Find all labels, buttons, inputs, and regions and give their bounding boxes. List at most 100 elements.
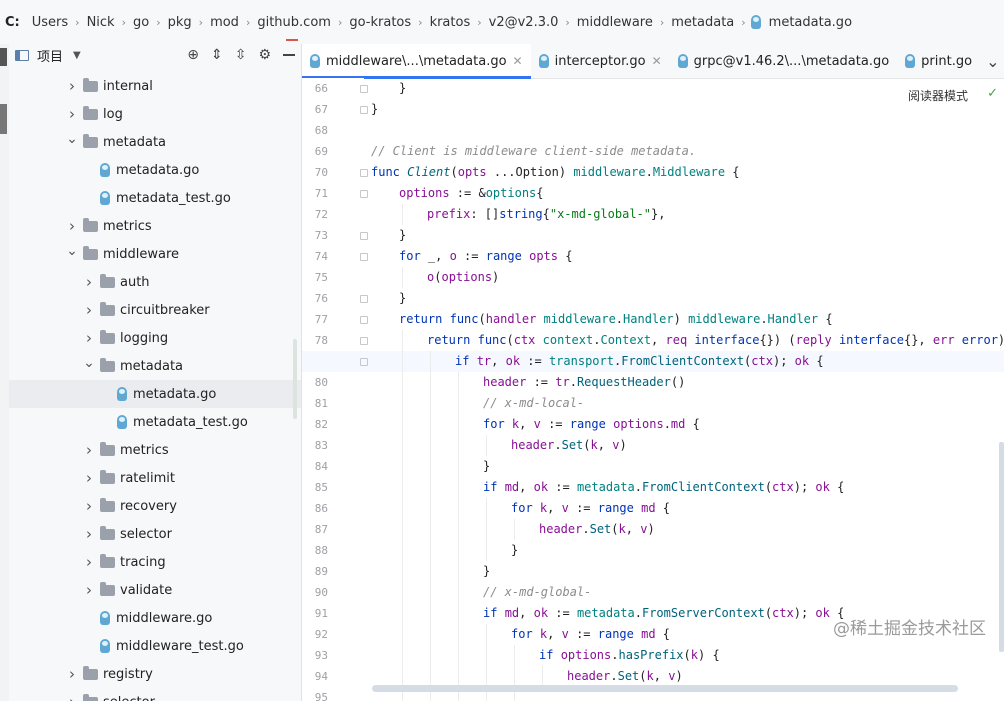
breadcrumb-item[interactable]: github.com [257,14,331,30]
fold-marker-icon[interactable] [360,232,368,240]
chevron-right-icon[interactable]: › [69,77,75,95]
code-line[interactable]: for _, o := range opts { [302,246,1004,267]
code-line[interactable]: // x-md-local- [302,393,1004,414]
tree-item[interactable]: middleware.go [9,604,301,632]
code-line[interactable]: if options.hasPrefix(k) { [302,645,1004,666]
project-panel-title[interactable]: 项目 [37,49,64,65]
code-line[interactable]: } [302,561,1004,582]
fold-marker-icon[interactable] [360,190,368,198]
fold-marker-icon[interactable] [360,295,368,303]
code-line[interactable]: header.Set(k, v) [302,666,1004,687]
chevron-right-icon[interactable]: › [69,665,75,683]
fold-marker-icon[interactable] [360,358,368,366]
code-line[interactable]: return func(handler middleware.Handler) … [302,309,1004,330]
editor-tab[interactable]: middleware\...\metadata.go✕ [302,44,531,79]
chevron-right-icon[interactable]: › [65,693,79,701]
breadcrumb-item[interactable]: C: [5,14,20,30]
breadcrumb-item[interactable]: middleware [576,14,653,30]
chevron-right-icon[interactable]: › [69,217,75,235]
tree-item[interactable]: ›auth [9,268,301,296]
chevron-down-icon[interactable]: ⌄ [66,243,78,259]
code-line[interactable]: } [302,225,1004,246]
editor-tab[interactable]: interceptor.go✕ [531,44,670,78]
tree-item[interactable]: ⌄middleware [9,240,301,268]
chevron-down-icon[interactable]: ⌄ [83,355,95,371]
code-line[interactable]: if md, ok := metadata.FromServerContext(… [302,603,1004,624]
expand-all-icon[interactable]: ⇕ [210,47,223,63]
tree-item[interactable]: ›registry [9,660,301,688]
tree-item[interactable]: ›selector [9,520,301,548]
chevron-right-icon[interactable]: › [86,301,92,319]
tree-item[interactable]: ›internal [9,72,301,100]
tree-item[interactable]: metadata_test.go [9,184,301,212]
tree-item[interactable]: metadata.go [9,380,301,408]
breadcrumb-item[interactable]: kratos [429,14,471,30]
editor-tab[interactable]: grpc@v1.46.2\...\metadata.go [670,44,898,78]
code-line[interactable]: if tr, ok := transport.FromClientContext… [302,351,1004,372]
code-line[interactable]: } [302,288,1004,309]
breadcrumb-item[interactable]: mod [210,14,239,30]
tree-item[interactable]: ⌄metadata [9,352,301,380]
tree-item[interactable]: middleware_test.go [9,632,301,660]
fold-marker-icon[interactable] [360,316,368,324]
tree-item[interactable]: ›metrics [9,212,301,240]
tree-item[interactable]: metadata.go [9,156,301,184]
tree-item[interactable]: ›circuitbreaker [9,296,301,324]
code-area[interactable]: }}// Client is middleware client-side me… [302,78,1004,701]
chevron-right-icon[interactable]: › [86,469,92,487]
chevron-right-icon[interactable]: › [86,525,92,543]
breadcrumb-item[interactable]: metadata.go [768,14,853,30]
breadcrumb-item[interactable]: Users [31,14,69,30]
tab-list-chevron-icon[interactable]: ⌄ [986,51,1000,71]
code-line[interactable]: } [302,456,1004,477]
code-line[interactable]: } [302,78,1004,99]
vertical-scrollbar[interactable] [999,442,1004,652]
code-line[interactable]: header.Set(k, v) [302,435,1004,456]
code-line[interactable]: options := &options{ [302,183,1004,204]
breadcrumb-item[interactable]: Nick [86,14,115,30]
breadcrumb-item[interactable]: v2@v2.3.0 [488,14,559,30]
chevron-right-icon[interactable]: › [86,441,92,459]
fold-marker-icon[interactable] [360,106,368,114]
project-tree-scrollbar[interactable] [293,339,297,419]
code-line[interactable]: header := tr.RequestHeader() [302,372,1004,393]
code-line[interactable]: prefix: []string{"x-md-global-"}, [302,204,1004,225]
tree-item[interactable]: ›selector [9,688,301,701]
breadcrumb-item[interactable]: go-kratos [349,14,412,30]
code-line[interactable] [302,120,1004,141]
fold-marker-icon[interactable] [360,85,368,93]
tree-item[interactable]: ⌄metadata [9,128,301,156]
breadcrumb-item[interactable]: go [132,14,150,30]
breadcrumb-item[interactable]: metadata [671,14,735,30]
code-line[interactable]: for k, v := range options.md { [302,414,1004,435]
tree-item[interactable]: ›recovery [9,492,301,520]
close-icon[interactable]: ✕ [651,54,662,68]
chevron-right-icon[interactable]: › [86,329,92,347]
tree-item[interactable]: ›ratelimit [9,464,301,492]
editor-tab[interactable]: print.go [897,44,980,78]
code-line[interactable]: } [302,540,1004,561]
tree-item[interactable]: ›logging [9,324,301,352]
fold-marker-icon[interactable] [360,337,368,345]
gear-icon[interactable]: ⚙ [258,47,271,63]
chevron-down-icon[interactable]: ▼ [73,49,81,61]
code-line[interactable]: } [302,99,1004,120]
tree-item[interactable]: ›tracing [9,548,301,576]
hide-panel-icon[interactable] [283,54,295,56]
chevron-right-icon[interactable]: › [86,553,92,571]
tree-item[interactable]: metadata_test.go [9,408,301,436]
chevron-down-icon[interactable]: ⌄ [66,131,78,147]
code-line[interactable]: for k, v := range md { [302,498,1004,519]
code-line[interactable]: for k, v := range md { [302,624,1004,645]
tree-item[interactable]: ›metrics [9,436,301,464]
project-tool-icon[interactable] [0,48,7,66]
chevron-right-icon[interactable]: › [69,105,75,123]
code-line[interactable]: header.Set(k, v) [302,519,1004,540]
close-icon[interactable]: ✕ [512,54,523,68]
bookmarks-tool-icon[interactable] [0,104,7,134]
fold-marker-icon[interactable] [360,253,368,261]
reader-mode-toggle[interactable]: 阅读器模式 [907,89,968,103]
code-line[interactable]: // x-md-global- [302,582,1004,603]
code-line[interactable]: return func(ctx context.Context, req int… [302,330,1004,351]
code-line[interactable] [302,687,1004,701]
